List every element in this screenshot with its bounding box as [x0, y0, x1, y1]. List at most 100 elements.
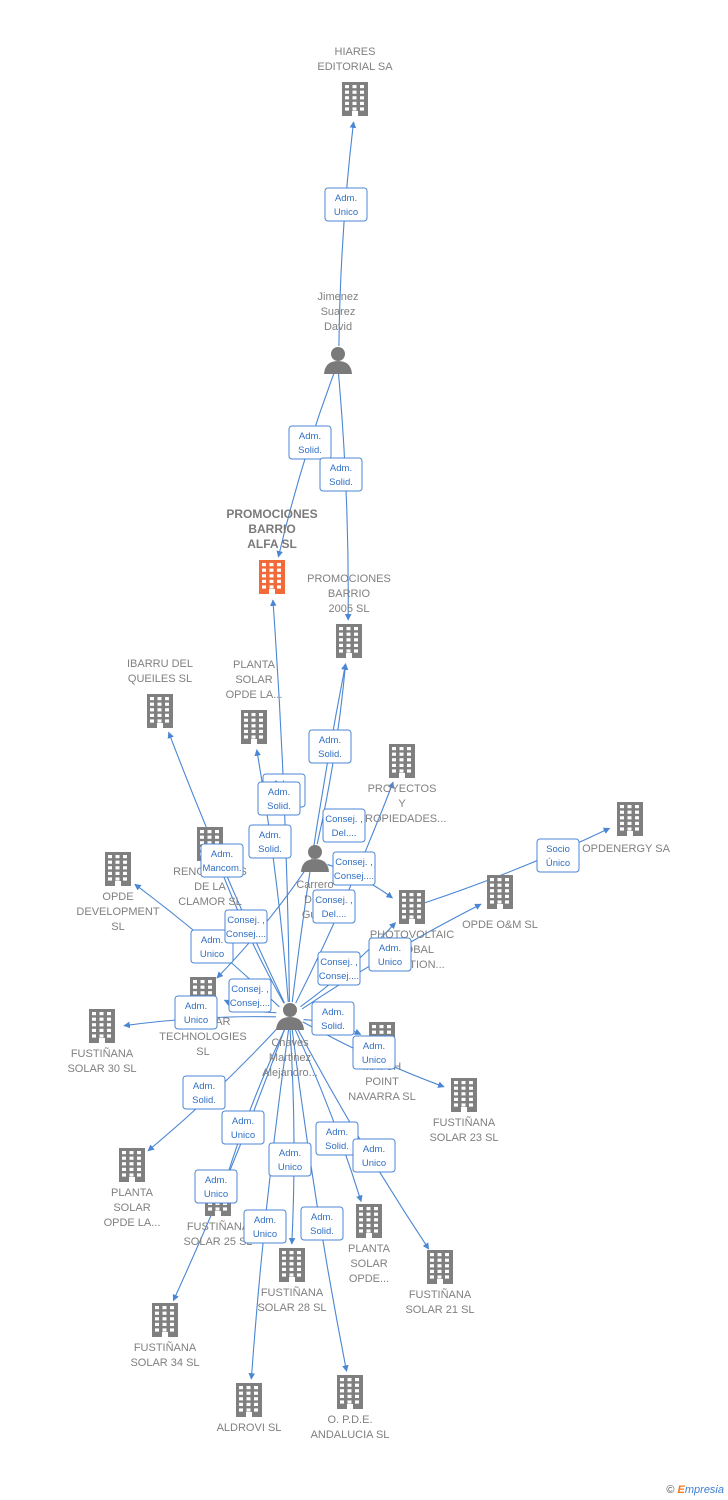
role-badge-chaves-to-photo[interactable]: Consej. , Consej....: [317, 951, 361, 986]
node-chaves[interactable]: ChavesMartinezAlejandro...: [262, 1003, 318, 1079]
role-badge-chaves-to-modular[interactable]: Consej. , Consej....: [228, 978, 272, 1013]
role-badge-chaves-to-plantaOpde[interactable]: Adm.Solid.: [315, 1121, 359, 1156]
edge-chaves-to-fs28: [288, 1029, 296, 1245]
plantaOpde-label-line-0: PLANTA: [348, 1243, 391, 1255]
role-badge-line-1: Solid.: [325, 1141, 349, 1152]
fs25-label-line-1: SOLAR 25 SL: [183, 1236, 252, 1248]
role-badge-chaves-to-fs28[interactable]: Adm.Unico: [268, 1142, 312, 1177]
role-badge-carrero-to-modular[interactable]: Consej. ,Consej....: [224, 909, 268, 944]
jimenez-label-line-1: Suarez: [321, 306, 356, 318]
role-badge-line-0: Adm.: [259, 830, 281, 841]
role-badge-chaves-to-aldrovi[interactable]: Adm.Unico: [243, 1209, 287, 1244]
edge-chaves-to-aldrovi: [248, 1029, 290, 1380]
plantaLa1-building-icon: [241, 710, 267, 744]
plantaLa1-label-line-2: OPDE LA...: [226, 689, 283, 701]
node-opdeand[interactable]: O. P.D.E. ANDALUCIA SL: [311, 1375, 390, 1441]
edge-jimenez-to-hiares: [338, 121, 357, 347]
role-badge-line-0: Consej. ,: [227, 915, 265, 926]
fs23-label-line-1: SOLAR 23 SL: [429, 1132, 498, 1144]
opdeand-label-line-1: ANDALUCIA SL: [311, 1429, 390, 1441]
role-badge-carrero-to-photo[interactable]: Consej. ,Consej....: [332, 851, 376, 886]
role-badge-chaves-to-fs21[interactable]: Adm.Unico: [352, 1138, 396, 1173]
fs30-label-line-1: SOLAR 30 SL: [67, 1063, 136, 1075]
role-badge-chaves-to-proyectos[interactable]: Consej. ,Del....: [322, 808, 366, 843]
plantaLa1-label-line-1: SOLAR: [235, 674, 272, 686]
pba-label-line-0: PROMOCIONES: [226, 507, 317, 521]
role-badge-chaves-to-plantaLa2[interactable]: Adm.Solid.: [182, 1075, 226, 1110]
role-badge-line-1: Solid.: [321, 1021, 345, 1032]
edge-photo-to-opdenergy: [424, 827, 611, 904]
role-badge-line-1: Unico: [362, 1158, 386, 1169]
role-badge-line-1: Unico: [200, 949, 224, 960]
role-badge-line-1: Único: [546, 858, 570, 869]
role-badge-line-0: Adm.: [279, 1148, 301, 1159]
role-badge-line-0: Consej. ,: [320, 957, 358, 968]
role-badge-line-1: Consej....: [230, 998, 270, 1009]
role-badge-line-0: Adm.: [319, 735, 341, 746]
role-badge-chaves-to-opdedev[interactable]: Adm. Unico: [190, 929, 234, 964]
opdeand-label-line-0: O. P.D.E.: [327, 1414, 372, 1426]
role-badge-chaves-to-ibarru[interactable]: Adm.Mancom.: [200, 843, 244, 878]
role-badge-chaves-to-fs34[interactable]: Adm.Unico: [194, 1169, 238, 1204]
node-proyectos[interactable]: PROYECTOSYPROPIEDADES...: [358, 744, 447, 825]
role-badge-line-0: Adm.: [330, 463, 352, 474]
role-badge-line-1: Unico: [204, 1189, 228, 1200]
edge-chaves-to-opdeand: [291, 1029, 349, 1372]
role-badge-line-1: Del....: [332, 828, 357, 839]
role-badge-jimenez-to-pba[interactable]: Adm.Solid.: [288, 425, 332, 460]
role-badge-line-0: Adm.: [201, 935, 223, 946]
role-badge-line-1: Del....: [322, 909, 347, 920]
fs23-building-icon: [451, 1078, 477, 1112]
role-badge-line-0: Adm.: [379, 943, 401, 954]
role-badge-chaves-to-fs25[interactable]: Adm.Unico: [221, 1110, 265, 1145]
photo-building-icon: [399, 890, 425, 924]
role-badge-chaves-to-plantaLa1[interactable]: Adm.Solid.: [257, 781, 301, 816]
role-badge-chaves-to-renovables[interactable]: Adm. Solid.: [248, 824, 292, 859]
node-plantaOpde[interactable]: PLANTASOLAROPDE...: [348, 1204, 391, 1285]
node-opdeom[interactable]: OPDE O&M SL: [462, 875, 538, 931]
role-badge-line-1: Unico: [184, 1015, 208, 1026]
role-badge-line-0: Socio: [546, 844, 570, 855]
role-badge-line-0: Adm.: [363, 1041, 385, 1052]
role-badge-chaves-to-opdeom[interactable]: Adm.Unico: [368, 937, 412, 972]
opdedev-label-line-1: DEVELOPMENT: [76, 906, 159, 918]
role-badge-line-0: Adm.: [335, 193, 357, 204]
role-badge-carrero-to-pb2005[interactable]: Consej. ,Del....: [312, 889, 356, 924]
role-badge-chaves-to-fs30[interactable]: Adm. Unico: [174, 995, 218, 1030]
opdedev-label-line-2: SL: [111, 921, 124, 933]
role-badge-chaves-to-pb2005[interactable]: Adm.Solid.: [308, 729, 352, 764]
role-badge-jimenez-to-pb2005[interactable]: Adm.Solid.: [319, 457, 363, 492]
role-badge-line-0: Adm.: [185, 1001, 207, 1012]
role-badge-line-1: Solid.: [267, 801, 291, 812]
role-badge-line-0: Adm.: [322, 1007, 344, 1018]
role-badge-chaves-to-match[interactable]: Adm. Solid.: [311, 1001, 355, 1036]
role-badge-jimenez-to-hiares[interactable]: Adm.Unico: [324, 187, 368, 222]
role-badge-line-0: Consej. ,: [231, 984, 269, 995]
role-badge-line-1: Consej....: [334, 871, 374, 882]
fs28-building-icon: [279, 1248, 305, 1282]
renovables-label-line-1: DE LA: [194, 881, 226, 893]
node-aldrovi[interactable]: ALDROVI SL: [217, 1383, 282, 1434]
node-opdenergy[interactable]: OPDENERGY SA: [582, 802, 671, 855]
role-badge-chaves-to-fs23[interactable]: Adm.Unico: [352, 1035, 396, 1070]
aldrovi-label-line-0: ALDROVI SL: [217, 1422, 282, 1434]
pba-label-line-1: BARRIO: [248, 522, 295, 536]
role-badge-line-1: Consej....: [319, 971, 359, 982]
role-badge-chaves-to-opdeand[interactable]: Adm.Solid.: [300, 1206, 344, 1241]
role-badge-line-1: Solid.: [258, 844, 282, 855]
pb2005-label-line-0: PROMOCIONES: [307, 573, 391, 585]
